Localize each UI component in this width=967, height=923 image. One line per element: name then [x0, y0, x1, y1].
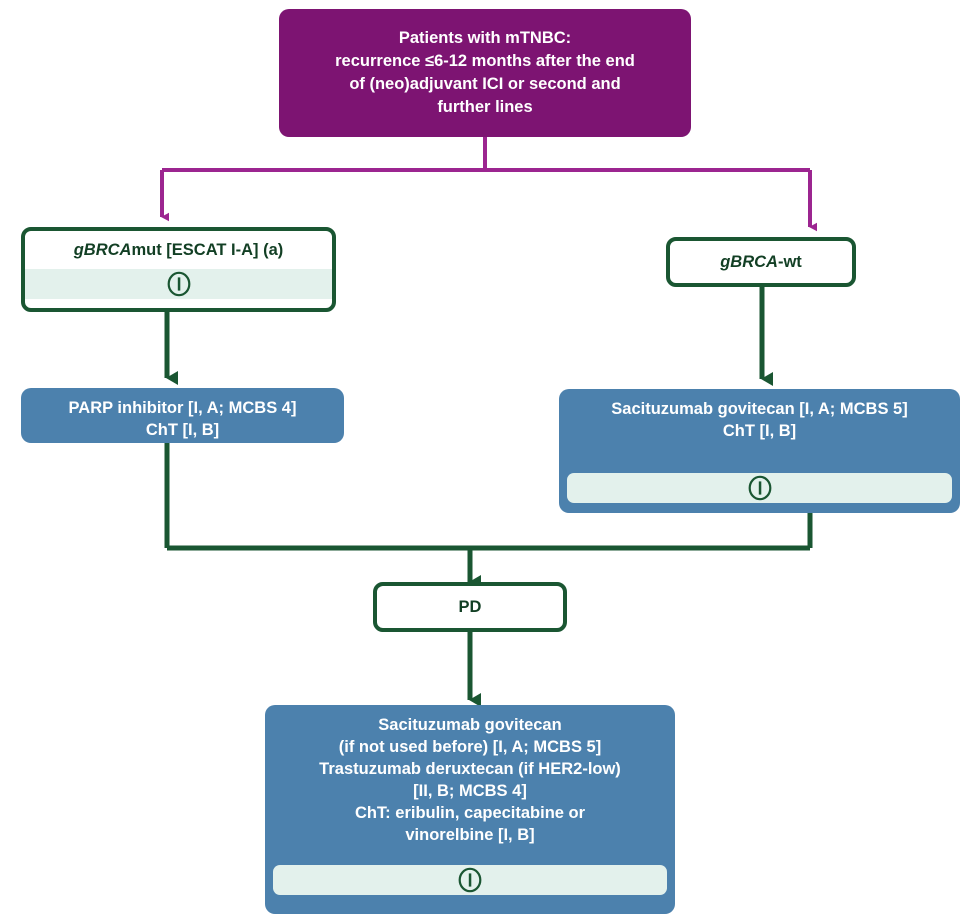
gbrca-mut-info-strip[interactable]	[25, 269, 332, 299]
later-line-3: Trastuzumab deruxtecan (if HER2-low)	[319, 760, 621, 778]
gbrca-mut-gene: gBRCA	[73, 241, 132, 259]
root-line-1: Patients with mTNBC:	[398, 29, 572, 47]
gbrca-wt-suffix: -wt	[777, 252, 802, 271]
sacituzumab-first-line-1: Sacituzumab govitecan [I, A; MCBS 5]	[611, 400, 908, 418]
later-line-options-label: Sacituzumab govitecan (if not used befor…	[265, 705, 675, 856]
node-later-line-options[interactable]: Sacituzumab govitecan (if not used befor…	[265, 705, 675, 914]
root-line-2: recurrence ≤6-12 months after the end	[335, 52, 635, 70]
info-icon[interactable]	[166, 271, 192, 297]
gbrca-mut-suffix: mut [ESCAT I-A] (a)	[131, 241, 284, 259]
parp-line-2: ChT [I, B]	[145, 421, 220, 439]
sacituzumab-first-line-info-strip[interactable]	[567, 473, 952, 503]
gbrca-mut-label: gBRCAmut [ESCAT I-A] (a)	[25, 231, 332, 269]
info-icon[interactable]	[747, 475, 773, 501]
node-gbrca-mut[interactable]: gBRCAmut [ESCAT I-A] (a)	[21, 227, 336, 312]
node-parp-inhibitor[interactable]: PARP inhibitor [I, A; MCBS 4] ChT [I, B]	[21, 388, 344, 443]
later-line-6: vinorelbine [I, B]	[405, 826, 535, 844]
pd-label: PD	[458, 597, 482, 616]
node-patients-mtnbc[interactable]: Patients with mTNBC: recurrence ≤6-12 mo…	[279, 9, 691, 137]
sacituzumab-first-line-label: Sacituzumab govitecan [I, A; MCBS 5] ChT…	[559, 389, 960, 452]
later-line-4: [II, B; MCBS 4]	[413, 782, 527, 800]
parp-inhibitor-label: PARP inhibitor [I, A; MCBS 4] ChT [I, B]	[21, 388, 344, 443]
node-progressive-disease[interactable]: PD	[373, 582, 567, 632]
node-sacituzumab-first-line[interactable]: Sacituzumab govitecan [I, A; MCBS 5] ChT…	[559, 389, 960, 513]
info-icon[interactable]	[457, 867, 483, 893]
root-line-4: further lines	[437, 98, 533, 116]
later-line-1: Sacituzumab govitecan	[378, 716, 562, 734]
gbrca-wt-label: gBRCA-wt	[720, 252, 802, 273]
patients-mtnbc-label: Patients with mTNBC: recurrence ≤6-12 mo…	[335, 27, 635, 119]
edge-root-split	[160, 137, 818, 232]
later-line-options-info-strip[interactable]	[273, 865, 667, 895]
parp-line-1: PARP inhibitor [I, A; MCBS 4]	[68, 399, 297, 417]
gbrca-wt-gene: gBRCA	[720, 252, 778, 271]
later-line-5: ChT: eribulin, capecitabine or	[354, 804, 586, 822]
sacituzumab-first-line-2: ChT [I, B]	[722, 422, 797, 440]
later-line-2: (if not used before) [I, A; MCBS 5]	[338, 738, 602, 756]
root-line-3: of (neo)adjuvant ICI or second and	[349, 75, 621, 93]
edge-merge-to-pd	[164, 443, 813, 589]
node-gbrca-wt[interactable]: gBRCA-wt	[666, 237, 856, 287]
